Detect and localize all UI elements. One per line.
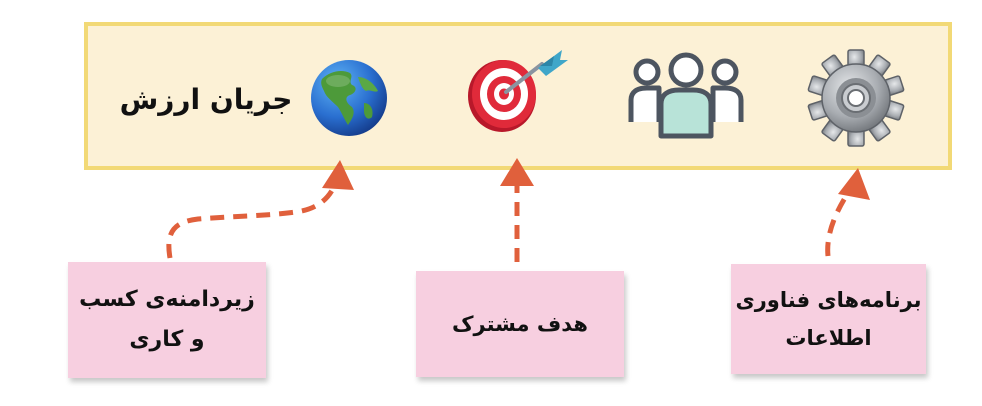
note-business-subdomain: زیردامنه‌ی کسب و کاری xyxy=(68,262,266,378)
note-it-programs: برنامه‌های فناوری اطلاعات xyxy=(731,264,926,374)
value-stream-title: جریان ارزش xyxy=(119,83,293,116)
arrowhead-gear xyxy=(838,168,870,200)
note-it-line2: اطلاعات xyxy=(785,326,872,350)
target-dart-icon xyxy=(468,50,568,132)
note-goal-text: هدف مشترک xyxy=(452,312,588,336)
arrow-it-to-gear xyxy=(825,188,853,257)
note-business-line2: و کاری xyxy=(129,327,205,352)
arrowhead-globe xyxy=(322,160,354,190)
arrow-business-to-globe xyxy=(166,181,339,259)
note-business-line1: زیردامنه‌ی کسب xyxy=(79,287,255,312)
team-people-icon xyxy=(628,52,744,139)
globe-icon xyxy=(311,60,387,136)
note-it-line1: برنامه‌های فناوری xyxy=(735,288,922,312)
note-shared-goal: هدف مشترک xyxy=(416,271,624,377)
gear-icon xyxy=(807,49,905,147)
arrowhead-target xyxy=(500,158,534,186)
